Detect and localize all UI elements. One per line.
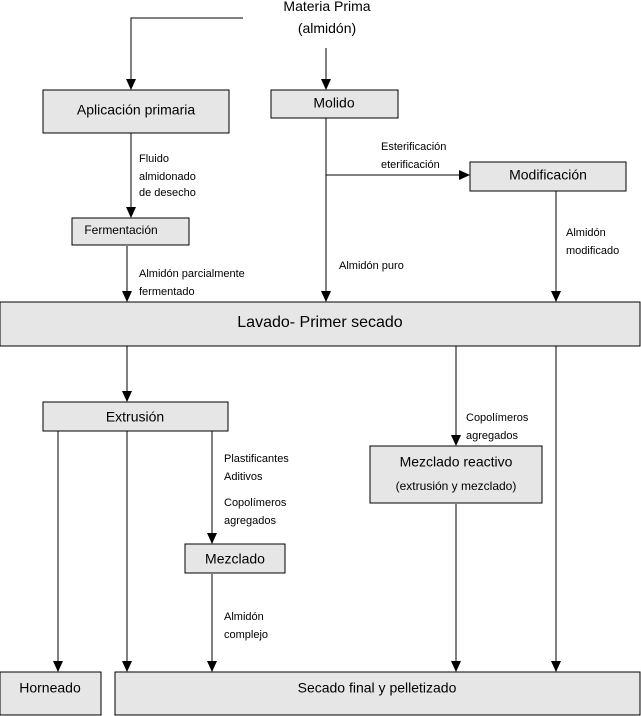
node-fermentacion: Fermentación <box>71 217 190 246</box>
node-mezclado: Mezclado <box>184 543 286 574</box>
label-fluido-line3: de desecho <box>139 187 196 199</box>
label-almidon-parcial-line1: Almidón parcialmente <box>139 268 245 280</box>
node-horneado: Horneado <box>0 671 102 716</box>
node-fermentacion-label: Fermentación <box>84 223 157 237</box>
node-mezclado-label: Mezclado <box>205 551 265 567</box>
arrowhead <box>126 79 136 90</box>
arrowhead <box>451 435 461 446</box>
label-esterificacion-line2: eterificación <box>381 159 440 171</box>
arrowhead <box>451 661 461 672</box>
label-copolimeros-left-line2: agregados <box>224 515 276 527</box>
node-lavado-label: Lavado- Primer secado <box>237 314 403 331</box>
arrowhead <box>53 661 63 672</box>
node-modificacion-label: Modificación <box>509 167 587 183</box>
arrowhead <box>321 79 331 90</box>
node-aplicacion-primaria-label: Aplicación primaria <box>77 102 195 118</box>
arrowhead <box>207 661 217 672</box>
arrowhead <box>207 533 217 544</box>
node-horneado-label: Horneado <box>19 680 81 696</box>
label-aditivos: Aditivos <box>224 471 263 483</box>
node-secado-final-label: Secado final y pelletizado <box>298 680 457 696</box>
node-mezclado-reactivo: Mezclado reactivo (extrusión y mezclado) <box>369 445 543 504</box>
edge-labels: Fluido almidonado de desecho Esterificac… <box>139 141 619 641</box>
node-lavado-primer-secado: Lavado- Primer secado <box>0 301 641 347</box>
arrowhead <box>122 661 132 672</box>
arrowhead <box>321 291 331 302</box>
arrowhead <box>459 170 470 180</box>
label-almidon-parcial-line2: fermentado <box>139 286 195 298</box>
node-extrusion: Extrusión <box>42 401 229 432</box>
node-molido-label: Molido <box>313 95 354 111</box>
node-molido: Molido <box>270 89 399 119</box>
node-extrusion-label: Extrusión <box>106 409 164 425</box>
edge-materia-to-aplicacion <box>130 17 243 84</box>
label-almidon-modificado-line1: Almidón <box>566 227 606 239</box>
label-almidon-puro: Almidón puro <box>339 260 404 272</box>
node-aplicacion-primaria: Aplicación primaria <box>42 89 230 134</box>
label-almidon-complejo-line2: complejo <box>224 629 268 641</box>
label-esterificacion-line1: Esterificación <box>381 141 446 153</box>
arrowhead <box>122 291 132 302</box>
arrowhead <box>122 391 132 402</box>
node-mezclado-reactivo-line1: Mezclado reactivo <box>400 454 513 470</box>
label-almidon-modificado-line2: modificado <box>566 245 619 257</box>
node-materia-prima-line2: (almidón) <box>298 20 356 36</box>
node-mezclado-reactivo-line2: (extrusión y mezclado) <box>396 479 517 493</box>
label-almidon-complejo-line1: Almidón <box>224 611 264 623</box>
arrowheads <box>53 79 561 672</box>
label-plastificantes: Plastificantes <box>224 453 289 465</box>
label-fluido-line1: Fluido <box>139 153 169 165</box>
arrowhead <box>551 291 561 302</box>
node-modificacion: Modificación <box>469 161 627 192</box>
label-fluido-line2: almidonado <box>139 171 196 183</box>
arrowhead <box>126 207 136 218</box>
node-secado-final: Secado final y pelletizado <box>114 671 641 716</box>
arrowhead <box>551 661 561 672</box>
label-copolimeros-right-line1: Copolímeros <box>466 412 529 424</box>
label-copolimeros-right-line2: agregados <box>466 430 518 442</box>
node-materia-prima-line1: Materia Prima <box>283 0 370 14</box>
label-copolimeros-left-line1: Copolímeros <box>224 497 287 509</box>
connectors <box>57 17 557 666</box>
